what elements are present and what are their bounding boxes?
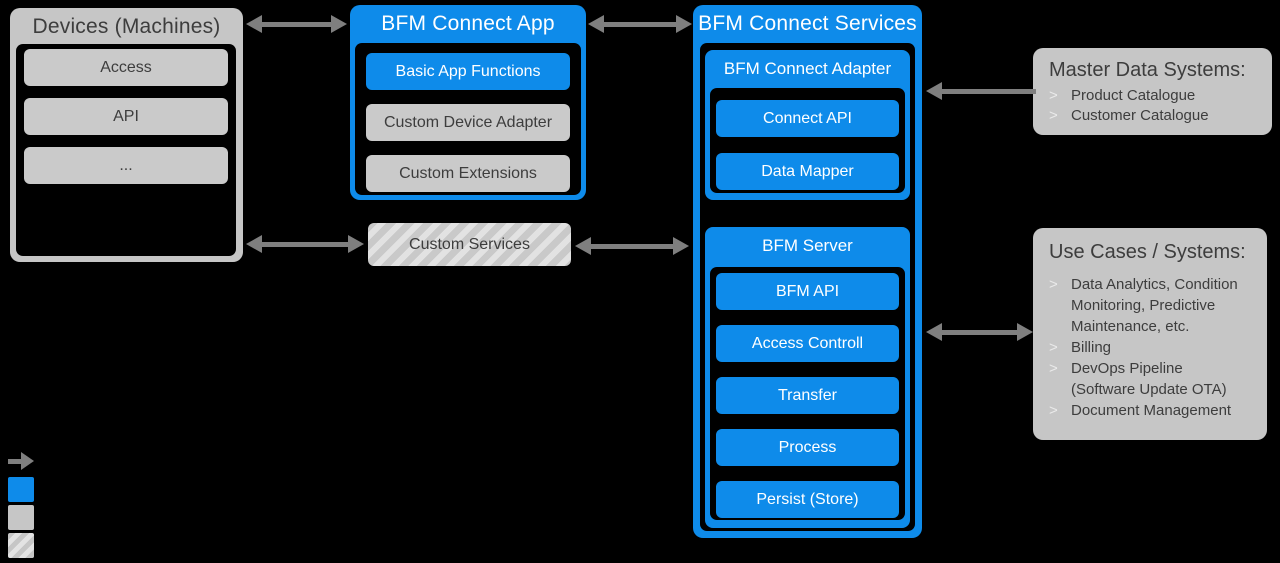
- chevron-bullet-icon: >: [1049, 339, 1058, 356]
- bfm-connect-app-title: BFM Connect App: [381, 11, 555, 35]
- use-case-item: > Billing: [1049, 337, 1261, 358]
- arrow-head-left-icon: [926, 323, 942, 341]
- arrow-custom-services-services: [575, 237, 689, 255]
- arrow-services-use-cases: [926, 323, 1033, 341]
- use-cases-systems-title: Use Cases / Systems:: [1049, 241, 1246, 263]
- arrow-devices-app: [246, 15, 347, 33]
- adapter-item-connect-api: Connect API: [716, 100, 899, 137]
- arrow-head-left-icon: [575, 237, 591, 255]
- arrow-head-left-icon: [588, 15, 604, 33]
- devices-box: Devices (Machines) Access API ...: [10, 8, 243, 262]
- arrow-devices-custom-services: [246, 235, 364, 253]
- chevron-bullet-icon: >: [1049, 360, 1058, 377]
- custom-services-box: Custom Services: [368, 223, 571, 266]
- bfm-connect-services-title: BFM Connect Services: [698, 11, 917, 35]
- arrow-head-right-icon: [331, 15, 347, 33]
- master-data-item: > Product Catalogue: [1049, 86, 1262, 106]
- arrow-head-right-icon: [21, 452, 34, 470]
- arrow-head-right-icon: [1017, 323, 1033, 341]
- bfm-server-title: BFM Server: [762, 236, 853, 255]
- app-item-custom-device-adapter: Custom Device Adapter: [366, 104, 570, 141]
- server-item-access-control: Access Controll: [716, 325, 899, 362]
- devices-item-more: ...: [24, 147, 228, 184]
- bfm-server-box: BFM Server BFM API Access Controll Trans…: [705, 227, 910, 528]
- legend-hatched-component-swatch: [8, 533, 34, 558]
- arrow-master-data-to-services: [926, 82, 1036, 100]
- chevron-bullet-icon: >: [1049, 107, 1058, 124]
- bfm-connect-adapter-box: BFM Connect Adapter Connect API Data Map…: [705, 50, 910, 200]
- use-cases-systems-box: Use Cases / Systems: > Data Analytics, C…: [1033, 228, 1267, 440]
- server-item-bfm-api: BFM API: [716, 273, 899, 310]
- devices-box-title: Devices (Machines): [32, 14, 221, 38]
- adapter-item-data-mapper: Data Mapper: [716, 153, 899, 190]
- legend-gray-component-swatch: [8, 505, 34, 530]
- use-case-item-text: Document Management: [1071, 402, 1232, 419]
- use-case-item: > DevOps Pipeline (Software Update OTA): [1049, 358, 1261, 400]
- bfm-connect-adapter-inner-panel: Connect API Data Mapper: [710, 88, 905, 193]
- legend-blue-component-swatch: [8, 477, 34, 502]
- devices-item-api: API: [24, 98, 228, 135]
- chevron-bullet-icon: >: [1049, 276, 1058, 293]
- use-case-item: > Document Management: [1049, 400, 1261, 421]
- arrow-head-left-icon: [246, 15, 262, 33]
- use-case-item-text: Data Analytics, Condition Monitoring, Pr…: [1071, 276, 1238, 335]
- use-case-item-text: Billing: [1071, 339, 1112, 356]
- arrow-shaft: [601, 21, 679, 27]
- arrow-shaft: [939, 88, 1036, 94]
- arrow-head-right-icon: [676, 15, 692, 33]
- server-item-transfer: Transfer: [716, 377, 899, 414]
- master-data-systems-box: Master Data Systems: > Product Catalogue…: [1033, 48, 1272, 135]
- server-item-process: Process: [716, 429, 899, 466]
- master-data-systems-title: Master Data Systems:: [1049, 59, 1246, 81]
- master-data-item-text: Product Catalogue: [1071, 87, 1196, 104]
- arrow-head-right-icon: [348, 235, 364, 253]
- bfm-server-inner-panel: BFM API Access Controll Transfer Process…: [710, 267, 905, 520]
- chevron-bullet-icon: >: [1049, 87, 1058, 104]
- devices-inner-panel: Access API ...: [16, 44, 236, 256]
- arrow-head-left-icon: [246, 235, 262, 253]
- chevron-bullet-icon: >: [1049, 402, 1058, 419]
- arrow-app-services: [588, 15, 692, 33]
- arrow-shaft: [259, 241, 351, 247]
- use-case-item-text: DevOps Pipeline (Software Update OTA): [1071, 360, 1227, 398]
- legend-connection-arrow-icon: [8, 452, 34, 470]
- master-data-item-text: Customer Catalogue: [1071, 107, 1209, 124]
- bfm-connect-app-box: BFM Connect App Basic App Functions Cust…: [350, 5, 586, 200]
- bfm-connect-services-inner-panel: BFM Connect Adapter Connect API Data Map…: [700, 43, 915, 531]
- bfm-connect-adapter-title: BFM Connect Adapter: [723, 59, 892, 78]
- master-data-item: > Customer Catalogue: [1049, 106, 1262, 126]
- bfm-connect-services-box: BFM Connect Services BFM Connect Adapter…: [693, 5, 922, 538]
- arrow-shaft: [939, 329, 1020, 335]
- app-item-basic-app-functions: Basic App Functions: [366, 53, 570, 90]
- bfm-connect-app-inner-panel: Basic App Functions Custom Device Adapte…: [355, 43, 581, 195]
- arrow-shaft: [588, 243, 676, 249]
- app-item-custom-extensions: Custom Extensions: [366, 155, 570, 192]
- arrow-head-left-icon: [926, 82, 942, 100]
- server-item-persist-store: Persist (Store): [716, 481, 899, 518]
- arrow-shaft: [8, 458, 24, 464]
- devices-item-access: Access: [24, 49, 228, 86]
- arrow-head-right-icon: [673, 237, 689, 255]
- arrow-shaft: [259, 21, 334, 27]
- use-case-item: > Data Analytics, Condition Monitoring, …: [1049, 274, 1261, 337]
